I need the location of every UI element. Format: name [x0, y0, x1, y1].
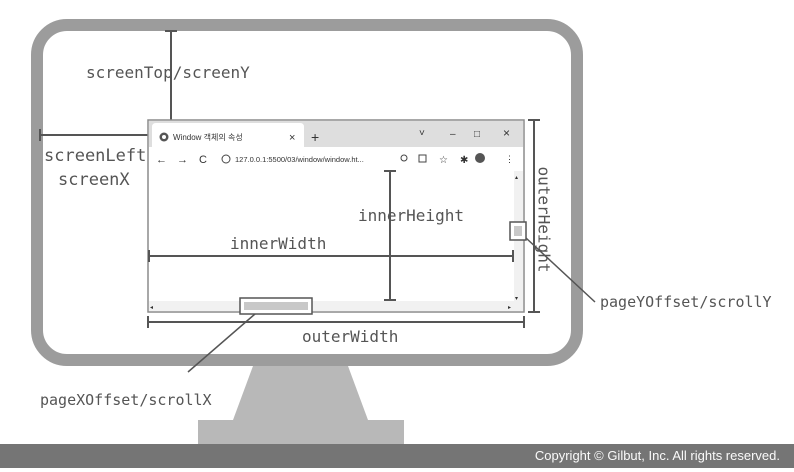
screen-left-label: screenLeft — [44, 146, 147, 166]
tab-list-icon[interactable]: ˅ — [419, 128, 425, 139]
monitor-neck — [233, 366, 368, 420]
page-y-offset-label: pageYOffset/scrollY — [600, 293, 772, 311]
outer-height-label: outerHeight — [534, 166, 554, 273]
extensions-icon[interactable]: ✱ — [460, 155, 468, 166]
menu-icon[interactable]: ⋮ — [505, 154, 514, 164]
tab-title: Window 객체의 속성 — [173, 132, 243, 142]
new-tab-button[interactable]: + — [311, 129, 319, 145]
profile-avatar-icon[interactable] — [475, 153, 485, 163]
outer-width-label: outerWidth — [302, 327, 399, 346]
scroll-left-icon[interactable]: ◂ — [150, 305, 153, 311]
maximize-button[interactable]: □ — [474, 129, 480, 140]
inner-height-label: innerHeight — [358, 206, 464, 225]
footer-bar: Copyright © Gilbut, Inc. All rights rese… — [0, 444, 794, 468]
scroll-x-pointer-line — [187, 313, 256, 373]
url-bar[interactable]: 127.0.0.1:5500/03/window/window.ht... — [235, 155, 364, 164]
share-icon[interactable] — [418, 154, 427, 163]
minimize-button[interactable]: – — [450, 129, 456, 140]
bookmark-star-icon[interactable]: ☆ — [439, 155, 448, 166]
horizontal-scrollbar[interactable] — [149, 301, 523, 311]
close-window-button[interactable]: × — [503, 126, 510, 140]
monitor-base — [198, 420, 404, 444]
scroll-right-icon[interactable]: ▸ — [508, 305, 511, 311]
inner-width-label: innerWidth — [230, 234, 327, 253]
scroll-down-icon[interactable]: ▾ — [515, 296, 518, 302]
zoom-icon[interactable] — [400, 154, 408, 162]
screen-x-label: screenX — [58, 170, 130, 190]
back-arrow-icon[interactable]: ← — [156, 154, 167, 166]
reload-icon[interactable]: C — [199, 154, 207, 166]
copyright-text: Copyright © Gilbut, Inc. All rights rese… — [534, 448, 780, 463]
screen-top-label: screenTop/screenY — [86, 63, 250, 82]
scroll-up-icon[interactable]: ▴ — [515, 175, 518, 181]
scroll-y-pointer-line — [525, 237, 596, 303]
page-x-offset-label: pageXOffset/scrollX — [40, 391, 212, 409]
tab-close-icon[interactable]: × — [289, 132, 295, 144]
site-info-icon[interactable] — [221, 154, 231, 164]
browser-tab[interactable] — [152, 123, 304, 147]
browser-window: Window 객체의 속성 × + ˅ – □ × ← → C 127.0.0.… — [147, 119, 527, 315]
forward-arrow-icon[interactable]: → — [177, 154, 188, 166]
